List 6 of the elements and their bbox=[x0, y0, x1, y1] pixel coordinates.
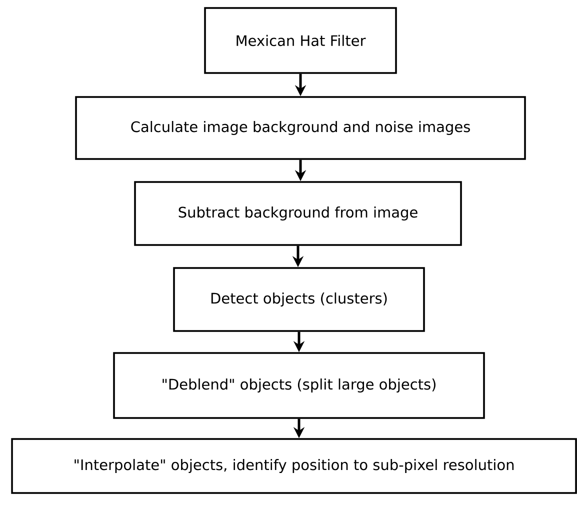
process-box: Detect objects (clusters) bbox=[173, 267, 425, 332]
process-box: Calculate image background and noise images bbox=[75, 96, 526, 160]
process-box: Mexican Hat Filter bbox=[204, 7, 397, 74]
process-box: "Interpolate" objects, identify position to sub-pixel resolution bbox=[11, 438, 577, 494]
process-box: Subtract background from image bbox=[134, 181, 462, 246]
process-box: "Deblend" objects (split large objects) bbox=[113, 352, 485, 419]
